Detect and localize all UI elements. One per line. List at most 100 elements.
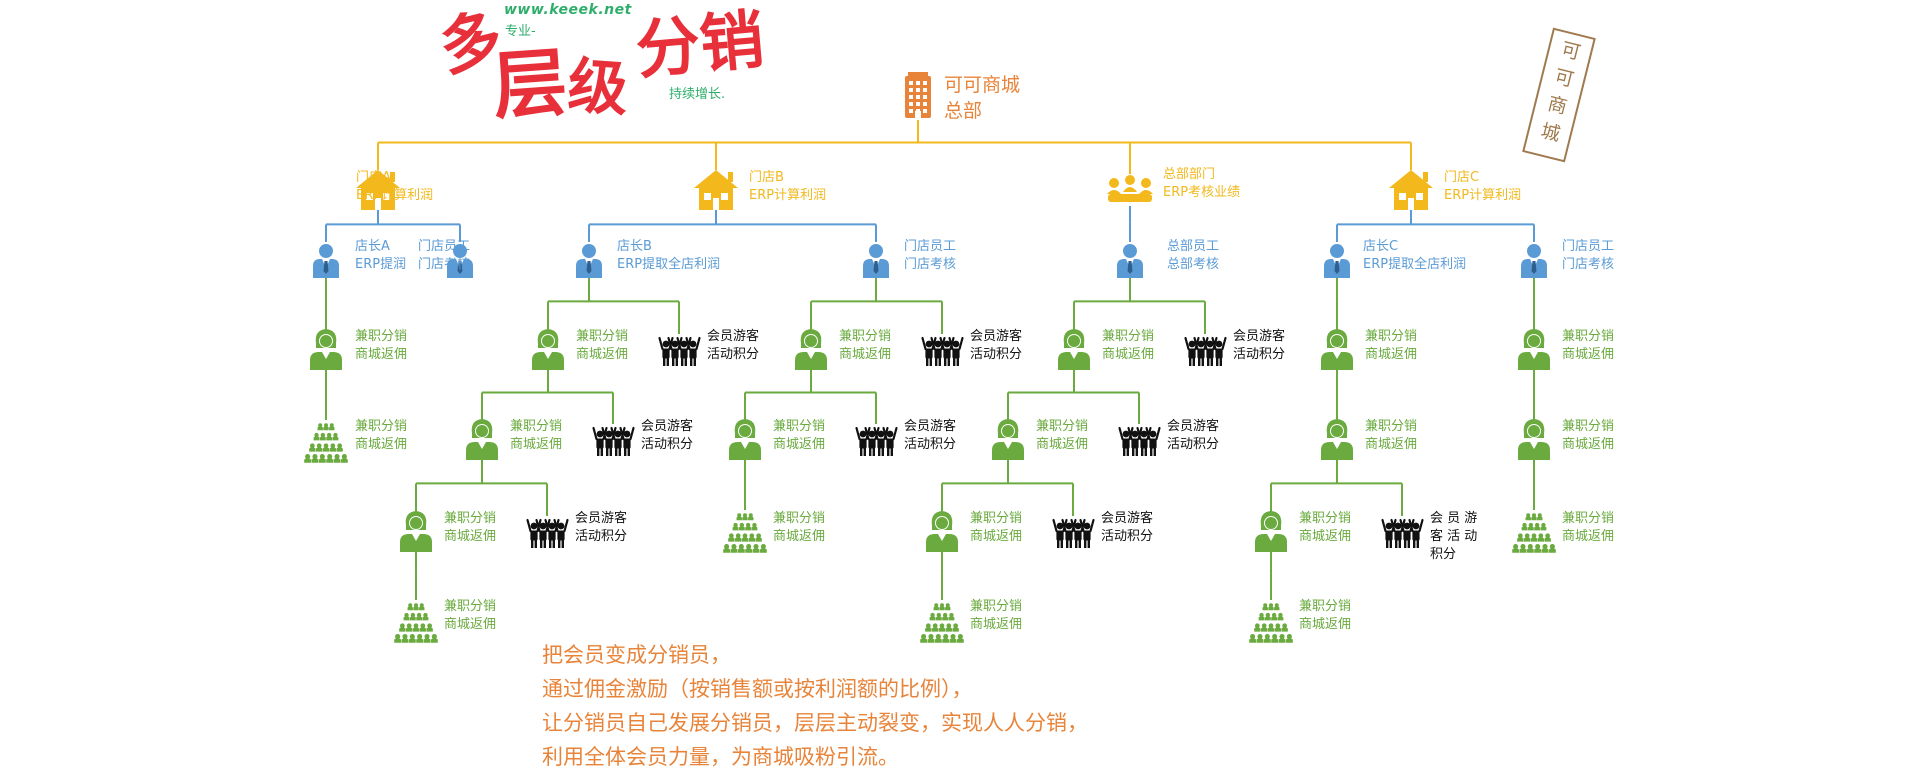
- label-dS1: 兼职分销商城返佣: [839, 329, 892, 362]
- staff-icon: [863, 244, 889, 278]
- connector-dH1: [1007, 370, 1140, 424]
- connector-dS1: [744, 370, 877, 424]
- distributor-icon: [1518, 329, 1550, 370]
- footer-line-2: 通过佣金激励（按销售额或按利润额的比例），: [542, 677, 973, 701]
- label-dH4: 兼职分销商城返佣: [970, 599, 1023, 632]
- label-mB1: 会员游客活动积分: [707, 329, 760, 362]
- crowd-icon: [920, 603, 964, 643]
- label-mS1: 会员游客活动积分: [970, 329, 1023, 362]
- connector-dC2: [1270, 460, 1403, 516]
- site-url: www.keeek.net: [504, 2, 632, 18]
- label-staffA: 门店员工门店考核: [418, 239, 471, 272]
- members-icon: [1381, 518, 1424, 548]
- label-dA1: 兼职分销商城返佣: [355, 329, 408, 362]
- label-dC2: 兼职分销商城返佣: [1365, 419, 1418, 452]
- members-icon: [855, 426, 898, 456]
- label-mC3: 会 员 游客 活 动积分: [1430, 511, 1478, 562]
- label-dSC1: 兼职分销商城返佣: [1562, 329, 1615, 362]
- crowd-icon: [1249, 603, 1293, 643]
- footer-line-4: 利用全体会员力量，为商城吸粉引流。: [542, 745, 899, 769]
- members-icon: [1184, 336, 1227, 366]
- distributor-icon: [992, 419, 1024, 460]
- connector-dB1: [481, 370, 614, 424]
- label-dB4: 兼职分销商城返佣: [444, 599, 497, 632]
- connector-hq: [377, 120, 1412, 174]
- title-char-ceng: 层: [490, 39, 570, 131]
- footer-description: 把会员变成分销员， 通过佣金激励（按销售额或按利润额的比例）， 让分销员自己发展…: [542, 638, 1088, 774]
- distributor-icon: [400, 511, 432, 552]
- distributor-icon: [1518, 419, 1550, 460]
- members-icon: [658, 336, 701, 366]
- distributor-icon: [1058, 329, 1090, 370]
- meeting-icon: [1107, 175, 1153, 202]
- distributor-icon: [1255, 511, 1287, 552]
- members-icon: [592, 426, 635, 456]
- crowd-icon: [394, 603, 438, 643]
- label-mH3: 会员游客活动积分: [1101, 511, 1154, 544]
- connector-dB2: [415, 460, 548, 516]
- hq-label: 可可商城 总部: [944, 72, 1020, 124]
- label-mB2: 会员游客活动积分: [641, 419, 694, 452]
- crowd-icon: [304, 423, 348, 463]
- staff-icon: [313, 244, 339, 278]
- connector-storeA: [325, 210, 461, 242]
- distributor-icon: [466, 419, 498, 460]
- connector-staffB: [810, 278, 943, 334]
- distributor-icon: [1321, 419, 1353, 460]
- footer-line-3: 让分销员自己发展分销员，层层主动裂变，实现人人分销，: [542, 711, 1088, 735]
- connector-storeC: [1336, 210, 1535, 242]
- label-dA2: 兼职分销商城返佣: [355, 419, 408, 452]
- connector-mgrB: [547, 278, 680, 334]
- label-dH2: 兼职分销商城返佣: [1036, 419, 1089, 452]
- staff-icon: [1521, 244, 1547, 278]
- hq-label-line2: 总部: [944, 100, 983, 122]
- connector-hqstaff: [1073, 278, 1206, 334]
- label-mS2: 会员游客活动积分: [904, 419, 957, 452]
- distributor-icon: [532, 329, 564, 370]
- label-staffB: 门店员工门店考核: [904, 239, 957, 272]
- label-dH3: 兼职分销商城返佣: [970, 511, 1023, 544]
- members-icon: [921, 336, 964, 366]
- connector-storeB: [588, 210, 877, 242]
- members-icon: [1118, 426, 1161, 456]
- store-icon: [1389, 170, 1433, 210]
- label-dS3: 兼职分销商城返佣: [773, 511, 826, 544]
- crowd-icon: [1512, 513, 1556, 553]
- distributor-icon: [795, 329, 827, 370]
- label-dC3: 兼职分销商城返佣: [1299, 511, 1352, 544]
- label-dB2: 兼职分销商城返佣: [510, 419, 563, 452]
- tag-professional: 专业-: [505, 24, 536, 39]
- label-dB1: 兼职分销商城返佣: [576, 329, 629, 362]
- staff-icon: [447, 244, 473, 278]
- label-mH1: 会员游客活动积分: [1233, 329, 1286, 362]
- distributor-icon: [1321, 329, 1353, 370]
- members-icon: [1052, 518, 1095, 548]
- tag-growth: 持续增长.: [669, 87, 726, 102]
- staff-icon: [1117, 244, 1143, 278]
- label-mB3: 会员游客活动积分: [575, 511, 628, 544]
- label-dH1: 兼职分销商城返佣: [1102, 329, 1155, 362]
- label-dC4: 兼职分销商城返佣: [1299, 599, 1352, 632]
- label-dC1: 兼职分销商城返佣: [1365, 329, 1418, 362]
- label-dS2: 兼职分销商城返佣: [773, 419, 826, 452]
- footer-line-1: 把会员变成分销员，: [542, 643, 731, 667]
- crowd-icon: [723, 513, 767, 553]
- staff-icon: [1324, 244, 1350, 278]
- title-char-ji: 级: [565, 50, 631, 126]
- connector-dH2: [941, 460, 1074, 516]
- distributor-icon: [310, 329, 342, 370]
- label-staffC: 门店员工门店考核: [1562, 239, 1615, 272]
- label-dSC2: 兼职分销商城返佣: [1562, 419, 1615, 452]
- staff-icon: [576, 244, 602, 278]
- hq-label-line1: 可可商城: [944, 74, 1021, 96]
- distributor-icon: [926, 511, 958, 552]
